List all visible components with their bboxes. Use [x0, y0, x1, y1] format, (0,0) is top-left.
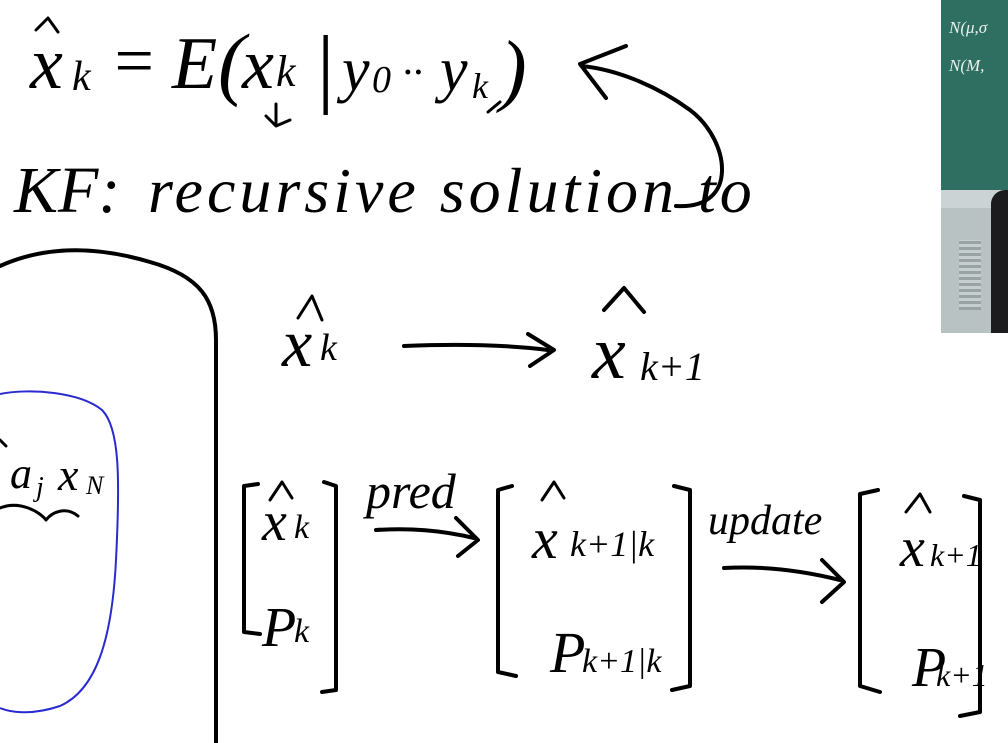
- stage1-bottom: P: [261, 597, 296, 659]
- pred-label: pred: [363, 463, 457, 519]
- stage3-top-hat: [904, 492, 932, 514]
- to-hat: [602, 286, 646, 314]
- back-arrow-head: [578, 44, 628, 100]
- left-panel-outline: [0, 248, 218, 743]
- recursion-back-arrow: [580, 64, 724, 209]
- kf-text: recursive solution to: [148, 155, 756, 226]
- stage1-top-hat: [268, 480, 294, 502]
- stage3-bottom-subscript: k+1: [936, 657, 988, 693]
- fragment-bracket: [0, 503, 80, 522]
- from-symbol: x: [281, 305, 312, 381]
- to-symbol: x: [591, 311, 626, 395]
- stage2-bottom-subscript: k+1|k: [582, 643, 662, 680]
- fragment-a: a: [10, 449, 32, 498]
- stage1-bottom-subscript: k: [294, 613, 310, 650]
- obs-last-subscript: k: [472, 66, 489, 106]
- to-subscript: k+1: [640, 344, 705, 389]
- given-bar: |: [312, 19, 336, 116]
- obs-first: y: [336, 36, 370, 104]
- kf-pipeline: x k P k pred x k+1|k P k+1|k update x k+…: [242, 463, 988, 718]
- stage3-right-bracket: [958, 494, 982, 718]
- update-label: update: [708, 498, 822, 544]
- estimate-lhs-subscript: k: [72, 54, 92, 100]
- obs-tick-mark: [486, 100, 502, 114]
- estimate-lhs-hat: [34, 16, 60, 34]
- stage2-top: x: [531, 506, 558, 571]
- fragment-tick: [0, 438, 8, 448]
- pred-arrow: [374, 527, 476, 540]
- obs-last: y: [434, 36, 468, 104]
- stage2-top-subscript: k+1|k: [570, 524, 655, 564]
- fragment-a-subscript: j: [33, 472, 44, 503]
- update-arrow: [722, 565, 842, 582]
- recursion-arrow-head: [526, 332, 556, 368]
- stage3-top: x: [899, 517, 925, 579]
- close-paren: ): [496, 26, 527, 114]
- kf-prefix: KF:: [13, 154, 120, 227]
- stage3-top-subscript: k+1: [930, 537, 982, 573]
- fragment-b-subscript: N: [85, 471, 105, 500]
- stage3-left-bracket: [858, 488, 882, 694]
- stage2-left-bracket: [496, 484, 518, 678]
- recursion-arrow: [402, 342, 550, 352]
- obs-first-subscript: 0: [372, 59, 391, 101]
- update-arrow-head: [820, 558, 846, 604]
- stage3-bottom: P: [911, 637, 946, 699]
- stage1-right-bracket: [320, 480, 338, 694]
- from-subscript: k: [320, 327, 338, 369]
- state-down-mark: [264, 102, 292, 128]
- camera-inset: N(μ,σ N(M,: [941, 0, 1008, 333]
- stage2-right-bracket: [670, 484, 692, 692]
- state-subscript: k: [276, 47, 297, 96]
- vent-grill: [959, 240, 981, 310]
- stage2-top-hat: [540, 480, 566, 502]
- lecturer-figure: [991, 190, 1008, 333]
- stage1-top-subscript: k: [294, 509, 310, 546]
- left-panel-fragment: a j x N: [0, 438, 105, 522]
- state-symbol: x: [241, 24, 274, 104]
- stage1-left-bracket: [242, 482, 262, 636]
- fragment-b: x: [57, 449, 79, 500]
- left-blue-highlight: [0, 390, 120, 714]
- estimate-equation: x k = E ( x k | y 0 ·· y k ): [29, 16, 527, 128]
- chalk-line-1: N(μ,σ: [949, 18, 988, 37]
- expectation-operator: E: [171, 23, 217, 105]
- recursion-step: x k x k+1: [281, 286, 705, 395]
- stage2-bottom: P: [549, 620, 585, 685]
- chalk-line-2: N(M,: [949, 56, 985, 75]
- open-paren: (: [218, 17, 250, 108]
- stage1-top: x: [261, 491, 287, 553]
- obs-ellipsis: ··: [402, 50, 423, 96]
- pred-arrow-head: [454, 516, 480, 558]
- estimate-lhs-symbol: x: [29, 23, 63, 105]
- kf-definition: KF: recursive solution to: [13, 154, 756, 227]
- from-hat: [296, 294, 324, 322]
- equals-sign: =: [110, 23, 157, 100]
